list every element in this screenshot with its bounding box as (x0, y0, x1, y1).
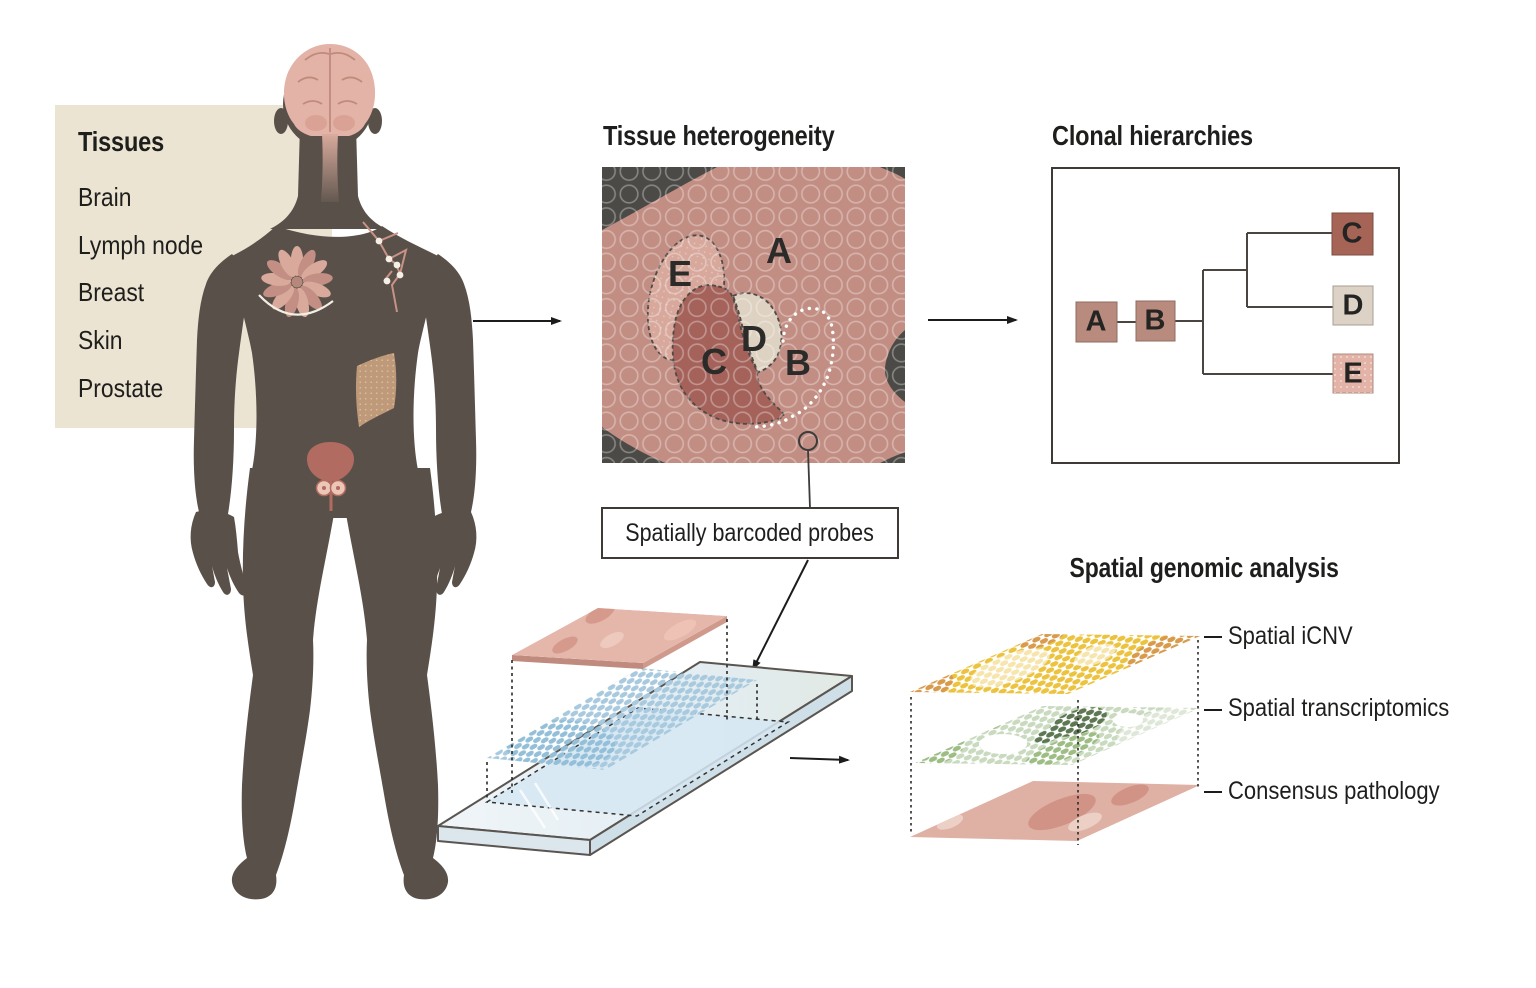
tissues-title: Tissues (78, 126, 180, 158)
probes-label-box (601, 507, 899, 559)
clone-label-b: B (1144, 304, 1166, 337)
tissue-item-skin: Skin (78, 325, 123, 355)
clone-box-c (1331, 212, 1374, 256)
clone-box-e-dots (1333, 354, 1373, 393)
spot-grid (602, 167, 905, 463)
flow-arrows (473, 316, 1018, 764)
clone-label-d: D (1342, 289, 1364, 322)
brainstem (321, 134, 339, 202)
clone-box-a (1075, 301, 1118, 343)
tissue-item-lymph-node: Lymph node (78, 230, 204, 260)
tissues-title-text: Tissues (78, 126, 164, 157)
prostate-icon (307, 442, 354, 511)
glass-slide-left (437, 825, 591, 856)
tissue-region-b-outline (750, 306, 836, 429)
clone-label-c: C (1341, 217, 1363, 250)
region-label-e: E (667, 253, 693, 294)
breast-icon (258, 246, 334, 318)
layer-spatial-transcriptomics (915, 706, 1200, 765)
brain-icon (283, 44, 376, 202)
slide-assembly (437, 608, 853, 856)
clonal-hierarchy-panel (1051, 167, 1400, 464)
lymph-node-icon (362, 221, 408, 313)
spot-connector-line (807, 449, 811, 509)
layer-spatial-icnv (910, 634, 1200, 694)
layer-consensus-pathology (910, 781, 1200, 841)
capture-area-fill (487, 708, 788, 816)
glass-sheen (518, 782, 560, 829)
hierarchy-tree-lines (1117, 232, 1333, 375)
probes-to-slide-arrow (752, 559, 809, 671)
clone-box-d (1332, 285, 1374, 326)
label-spatial-icnv: Spatial iCNV (1228, 622, 1353, 650)
hierarchy-frame (1051, 167, 1400, 464)
layer-label-ticks (1204, 636, 1222, 793)
tissue-item-breast: Breast (78, 277, 145, 307)
analysis-stack (910, 634, 1222, 845)
label-spatial-transcriptomics: Spatial transcriptomics (1228, 694, 1450, 722)
arrow-slide-to-analysis (789, 755, 850, 764)
projection-lines (486, 619, 758, 800)
probes-label: Spatially barcoded probes (625, 518, 875, 547)
tissue-section (512, 608, 727, 669)
clone-label-a: A (1085, 305, 1107, 338)
tissue-heterogeneity-title: Tissue heterogeneity (603, 120, 835, 151)
clonal-hierarchies-title: Clonal hierarchies (1052, 120, 1253, 151)
label-consensus-pathology: Consensus pathology (1228, 777, 1440, 805)
clone-box-b (1135, 300, 1176, 342)
tissue-item-brain: Brain (78, 182, 132, 212)
region-label-b: B (785, 342, 811, 383)
stack-dashed-lines (910, 640, 1199, 845)
tissue-heterogeneity-panel (602, 167, 905, 509)
spatial-genomic-analysis-title: Spatial genomic analysis (1069, 552, 1339, 583)
clone-label-e: E (1343, 357, 1363, 390)
region-label-d: D (741, 318, 767, 359)
region-label-c: C (701, 341, 727, 382)
capture-area-outline (484, 707, 791, 817)
skin-icon (355, 353, 397, 427)
body-silhouette (190, 59, 477, 900)
tissue-item-prostate: Prostate (78, 373, 164, 403)
region-label-a: A (766, 230, 792, 271)
